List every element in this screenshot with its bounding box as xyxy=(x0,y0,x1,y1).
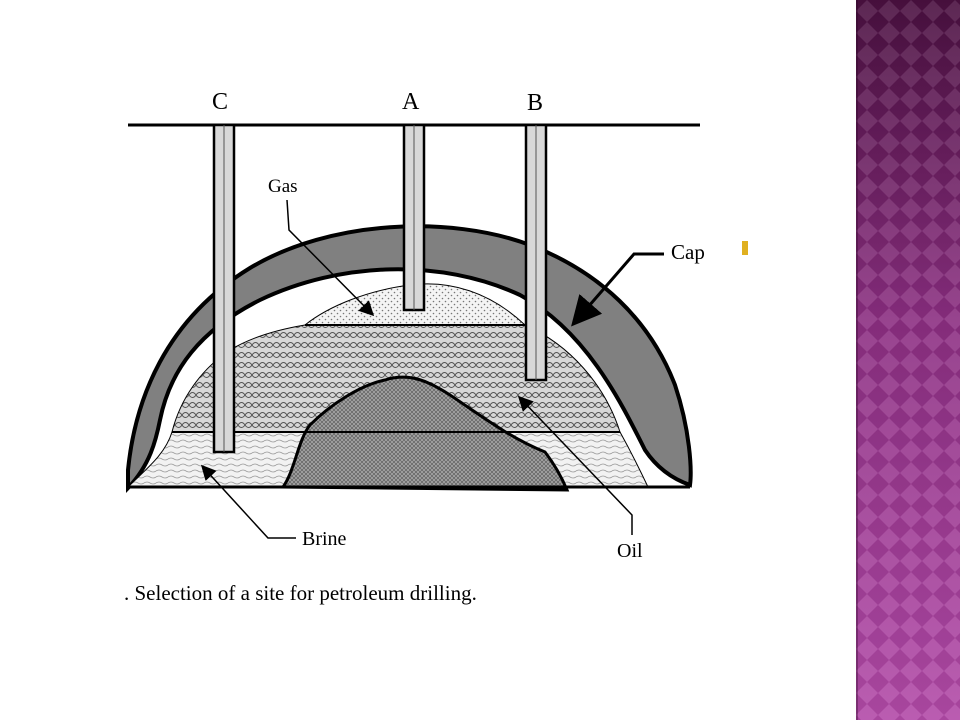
diagram-caption: . Selection of a site for petroleum dril… xyxy=(124,581,477,605)
decorative-side-band xyxy=(856,0,960,720)
oil-leader-line xyxy=(517,395,633,535)
brine-leader-line xyxy=(200,464,296,539)
salt-dome xyxy=(280,375,570,492)
gas-leader-line xyxy=(286,199,375,317)
well-c xyxy=(212,123,236,454)
cap-leader-line xyxy=(571,252,664,327)
oil-label: Oil xyxy=(617,540,643,562)
well-b xyxy=(524,123,548,382)
well-c-label: C xyxy=(212,89,228,115)
accent-mark xyxy=(742,241,748,255)
brine-label: Brine xyxy=(302,528,347,550)
cap-rock-layer xyxy=(126,224,693,493)
well-b-label: B xyxy=(527,90,543,116)
gas-label: Gas xyxy=(268,176,298,197)
well-a-label: A xyxy=(402,89,420,115)
cap-label: Cap xyxy=(671,240,705,264)
well-a xyxy=(402,123,426,312)
